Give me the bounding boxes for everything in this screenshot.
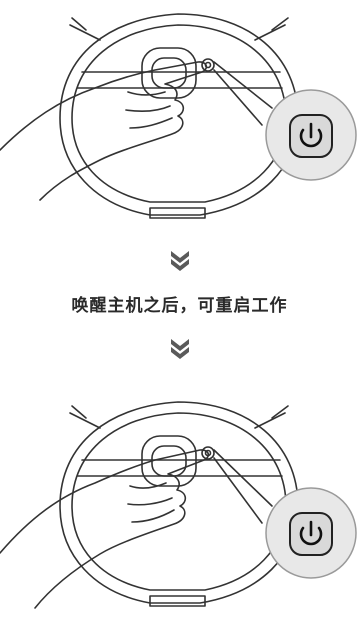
robot-press-illustration-top bbox=[0, 0, 359, 219]
double-chevron-down-icon bbox=[171, 251, 189, 271]
power-icon bbox=[299, 122, 323, 148]
double-chevron-down-icon bbox=[171, 339, 189, 359]
instruction-caption: 唤醒主机之后，可重启工作 bbox=[71, 296, 288, 316]
robot-press-illustration-bottom bbox=[0, 388, 359, 636]
robot-vacuum-drawing bbox=[0, 401, 357, 609]
robot-vacuum-drawing bbox=[0, 13, 357, 219]
power-icon bbox=[299, 520, 323, 546]
